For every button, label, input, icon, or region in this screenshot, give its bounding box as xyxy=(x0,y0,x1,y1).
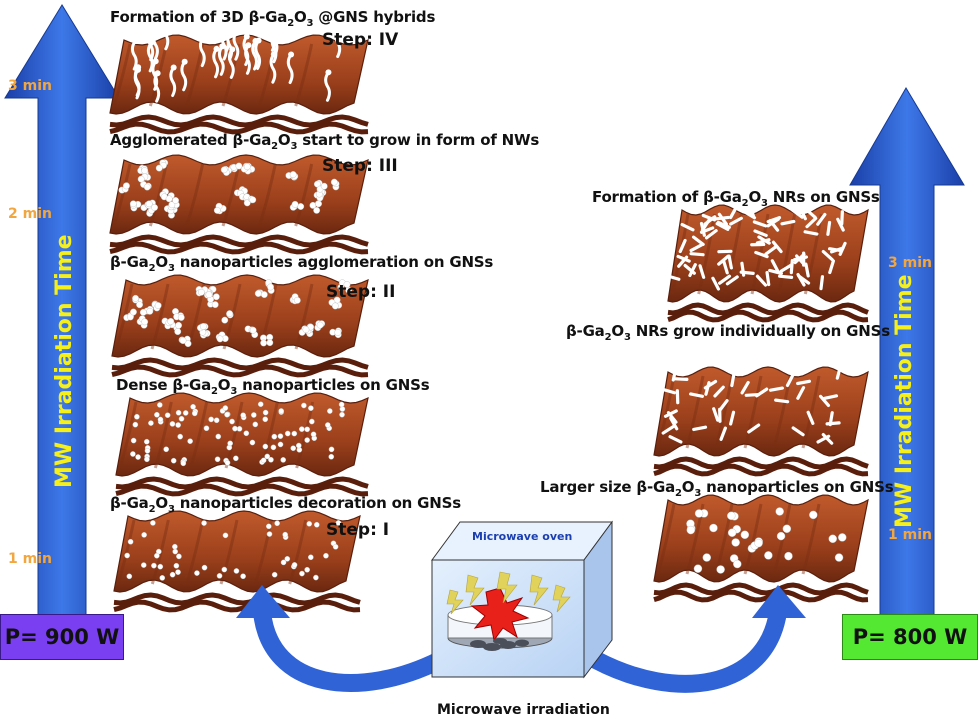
caption-dense: Dense β-Ga2O3 nanoparticles on GNSs xyxy=(116,376,430,397)
sheet-right-bigdots xyxy=(653,494,869,603)
caption-step-i: β-Ga2O3 nanoparticles decoration on GNSs xyxy=(110,494,461,515)
right-tick-1min: 1 min xyxy=(888,527,932,543)
right-tick-3min: 3 min xyxy=(888,255,932,271)
sheet-dense xyxy=(115,392,369,497)
caption-step-ii: β-Ga2O3 nanoparticles agglomeration on G… xyxy=(110,253,494,274)
heat-burst-icon xyxy=(470,587,530,642)
left-power-badge: P= 900 W xyxy=(0,614,124,660)
right-axis-title: MW Irradiation Time xyxy=(892,274,917,528)
microwave-oven-label: Microwave oven xyxy=(472,530,573,543)
curved-arrow-left xyxy=(236,585,449,692)
left-tick-3min: 3 min xyxy=(8,78,52,94)
sheet-step-iv xyxy=(109,17,369,135)
left-tick-2min: 2 min xyxy=(8,206,52,222)
sheet-step-iii xyxy=(109,154,369,255)
label-step-iii: Step: III xyxy=(322,156,398,176)
left-axis-title: MW Irradiation Time xyxy=(52,234,77,488)
caption-step-iv: Formation of 3D β-Ga2O3 @GNS hybrids xyxy=(110,8,436,29)
sheet-step-i xyxy=(113,510,361,613)
microwave-irradiation-caption: Microwave irradiation xyxy=(437,702,610,718)
caption-right-larger: Larger size β-Ga2O3 nanoparticles on GNS… xyxy=(540,478,894,499)
label-step-i: Step: I xyxy=(326,520,390,540)
sample-pebbles xyxy=(470,638,529,651)
caption-step-iii: Agglomerated β-Ga2O3 start to grow in fo… xyxy=(110,131,540,152)
sheet-right-nrs xyxy=(653,364,869,477)
lightning-icons xyxy=(446,571,571,615)
sheet-right-nrs-dense xyxy=(665,203,869,323)
curved-arrow-right xyxy=(587,585,806,693)
caption-right-nrs-grow: β-Ga2O3 NRs grow individually on GNSs xyxy=(566,322,890,343)
right-power-badge: P= 800 W xyxy=(842,614,978,660)
sheet-step-ii xyxy=(111,274,369,378)
left-tick-1min: 1 min xyxy=(8,551,52,567)
microwave-oven xyxy=(431,520,613,679)
label-step-ii: Step: II xyxy=(326,282,396,302)
caption-right-nrs-formation: Formation of β-Ga2O3 NRs on GNSs xyxy=(592,188,880,209)
label-step-iv: Step: IV xyxy=(322,30,399,50)
